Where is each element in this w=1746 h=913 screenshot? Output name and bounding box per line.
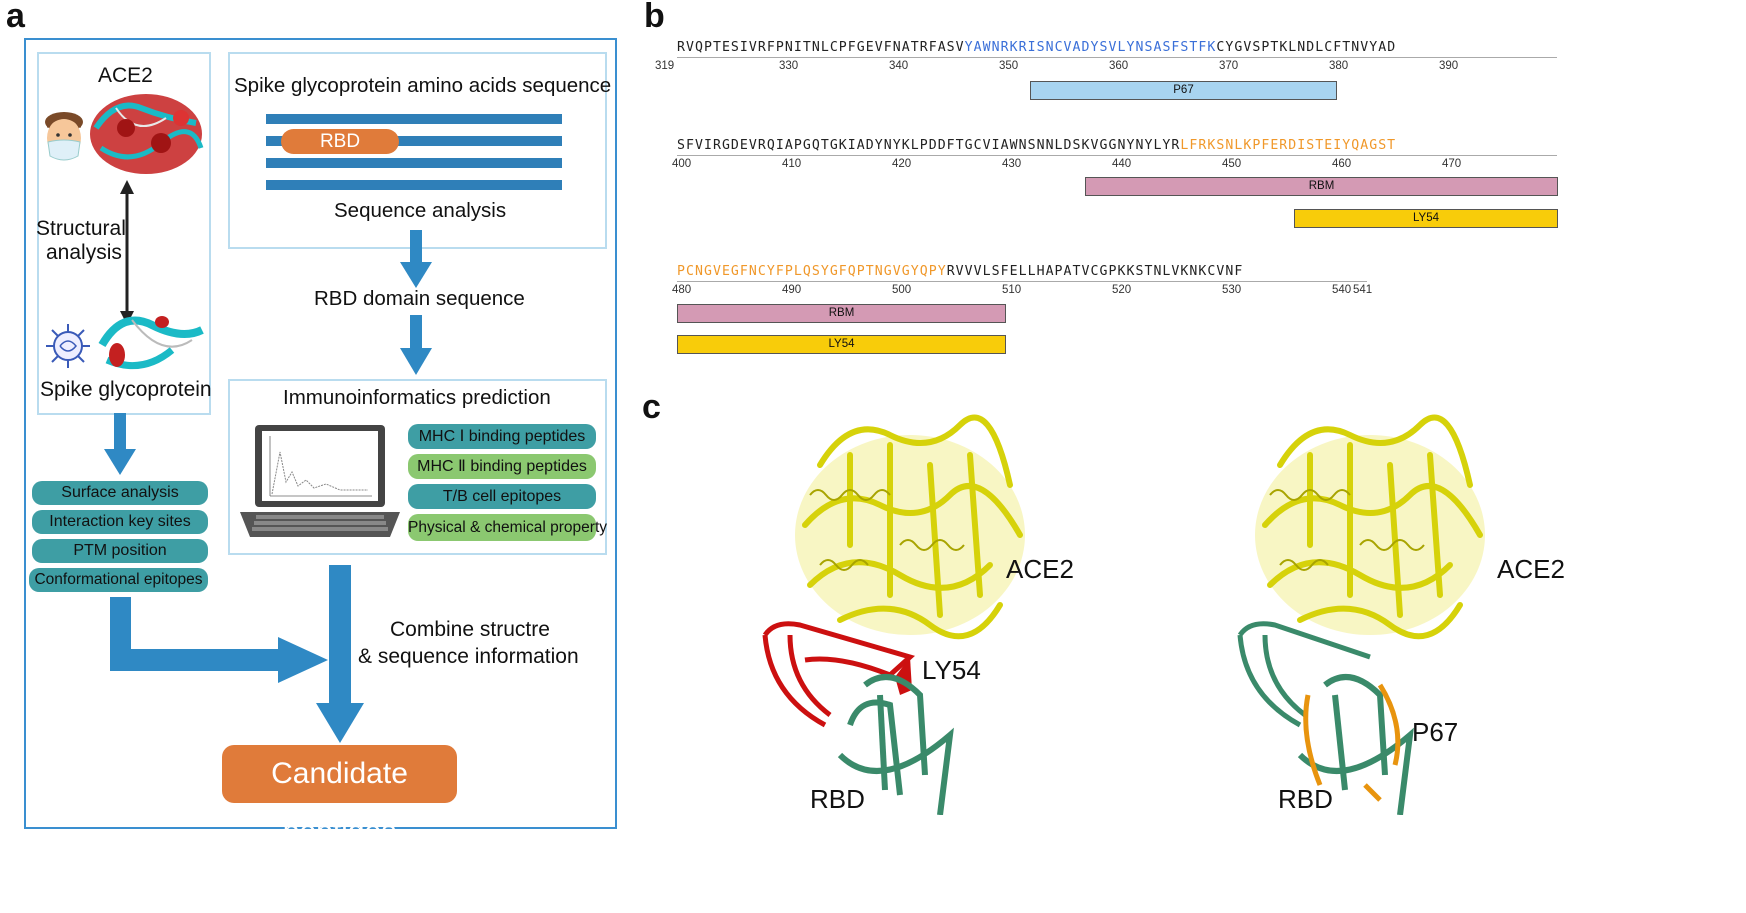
physical-chemical-pill: Physical & chemical property bbox=[408, 514, 607, 541]
tick-label: 500 bbox=[892, 284, 912, 296]
ruler-row-1 bbox=[677, 57, 1557, 58]
tick-label: 370 bbox=[1219, 60, 1239, 72]
tick-label: 390 bbox=[1439, 60, 1459, 72]
tick-label: 350 bbox=[999, 60, 1019, 72]
combine-label-line2: & sequence information bbox=[358, 645, 579, 668]
sequence-line-1 bbox=[266, 114, 562, 124]
ruler-row-2 bbox=[677, 155, 1557, 156]
right-rbd-label: RBD bbox=[1278, 784, 1333, 814]
tick-label: 400 bbox=[672, 158, 692, 170]
sequence-analysis-label: Sequence analysis bbox=[334, 199, 507, 222]
tick-label: 330 bbox=[779, 60, 799, 72]
sequence-row-3: PCNGVEGFNCYFPLQSYGFQPTNGVGYQPYRVVVLSFELL… bbox=[677, 264, 1244, 279]
tick-label: 541 bbox=[1353, 284, 1373, 296]
tick-label: 450 bbox=[1222, 158, 1242, 170]
virus-icon bbox=[46, 324, 90, 368]
left-ly54-label: LY54 bbox=[922, 655, 981, 685]
tick-label: 430 bbox=[1002, 158, 1022, 170]
sequence-line-4 bbox=[266, 180, 562, 190]
ace2-rbd-ly54-structure-image bbox=[762, 414, 1025, 815]
tick-label: 410 bbox=[782, 158, 802, 170]
ruler-row-3 bbox=[677, 281, 1367, 282]
rbm-bar-row-2: RBM bbox=[1085, 177, 1558, 196]
tb-cell-epitopes-pill: T/B cell epitopes bbox=[408, 484, 596, 509]
person-mask-icon bbox=[45, 112, 83, 161]
surface-analysis-pill: Surface analysis bbox=[32, 481, 208, 505]
structural-label-line2: analysis bbox=[46, 241, 122, 264]
mhc-i-pill: MHC Ⅰ binding peptides bbox=[408, 424, 596, 449]
ptm-position-pill: PTM position bbox=[32, 539, 208, 563]
tick-label: 340 bbox=[889, 60, 909, 72]
sequence-row-1: RVQPTESIVRFPNITNLCPFGEVFNATRFASVYAWNRKRI… bbox=[677, 40, 1397, 55]
tick-label: 440 bbox=[1112, 158, 1132, 170]
rbm-bar-row-3: RBM bbox=[677, 304, 1006, 323]
tick-label: 530 bbox=[1222, 284, 1242, 296]
arrow-down-structure bbox=[104, 413, 136, 475]
tick-label: 420 bbox=[892, 158, 912, 170]
tick-label: 470 bbox=[1442, 158, 1462, 170]
sequence-box-title: Spike glycoprotein amino acids sequence bbox=[234, 74, 612, 97]
right-ace2-label: ACE2 bbox=[1497, 554, 1565, 584]
tick-label: 460 bbox=[1332, 158, 1352, 170]
tick-label: 520 bbox=[1112, 284, 1132, 296]
rbd-pill: RBD bbox=[281, 129, 399, 154]
combine-arrows bbox=[110, 565, 364, 743]
arrow-down-rbd bbox=[400, 315, 432, 375]
panel-b-letter: b bbox=[644, 0, 665, 35]
combine-label-line1: Combine structre bbox=[390, 618, 550, 641]
arrow-down-sequence bbox=[400, 230, 432, 288]
sequence-line-3 bbox=[266, 158, 562, 168]
left-ace2-label: ACE2 bbox=[1006, 554, 1074, 584]
tick-label: 380 bbox=[1329, 60, 1349, 72]
ly54-bar-row-3: LY54 bbox=[677, 335, 1006, 354]
tick-label: 480 bbox=[672, 284, 692, 296]
mhc-ii-pill: MHC Ⅱ binding peptides bbox=[408, 454, 596, 479]
immuno-title: Immunoinformatics prediction bbox=[283, 386, 551, 409]
panel-c-letter: c bbox=[642, 388, 661, 426]
tick-label: 360 bbox=[1109, 60, 1129, 72]
spike-label: Spike glycoprotein bbox=[40, 378, 212, 401]
laptop-icon bbox=[240, 425, 400, 537]
ly54-bar-row-2: LY54 bbox=[1294, 209, 1558, 228]
sequence-row-2: SFVIRGDEVRQIAPGQTGKIADYNYKLPDDFTGCVIAWNS… bbox=[677, 138, 1397, 153]
p67-bar: P67 bbox=[1030, 81, 1337, 100]
panel-a-frame bbox=[24, 38, 617, 829]
structural-label-line1: Structural bbox=[36, 217, 126, 240]
tick-label: 319 bbox=[655, 60, 675, 72]
interaction-key-sites-pill: Interaction key sites bbox=[32, 510, 208, 534]
panel-a-letter: a bbox=[6, 0, 25, 35]
immuno-box bbox=[228, 379, 607, 555]
ace2-label: ACE2 bbox=[98, 64, 153, 87]
ace2-structure-image bbox=[90, 94, 204, 174]
tick-label: 540 bbox=[1332, 284, 1352, 296]
rbd-domain-sequence-label: RBD domain sequence bbox=[314, 287, 525, 310]
right-p67-label: P67 bbox=[1412, 717, 1459, 747]
left-rbd-label: RBD bbox=[810, 784, 865, 814]
conformational-epitopes-pill: Conformational epitopes bbox=[29, 568, 208, 592]
spike-structure-image bbox=[98, 316, 204, 370]
tick-label: 490 bbox=[782, 284, 802, 296]
tick-label: 510 bbox=[1002, 284, 1022, 296]
ace2-rbd-p67-structure-image bbox=[1237, 414, 1485, 815]
sequence-line-2 bbox=[266, 136, 562, 146]
candidate-peptides-box: Candidate peptides bbox=[222, 745, 457, 848]
